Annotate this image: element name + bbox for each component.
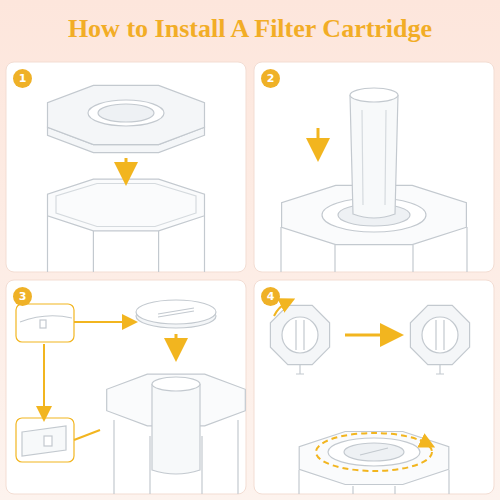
step-number: 4	[267, 291, 275, 302]
panels	[6, 62, 494, 494]
step-number: 2	[267, 73, 275, 84]
callout-number: 3	[13, 287, 32, 306]
step-number: 1	[19, 73, 27, 84]
cap-and-jug	[16, 300, 245, 494]
jug-with-cartridge	[281, 88, 467, 272]
callout-number: 4	[261, 287, 280, 306]
lid-and-jug	[48, 85, 205, 272]
step-number: 3	[19, 291, 27, 302]
title: How to Install A Filter Cartridge	[0, 14, 500, 44]
callout-number: 2	[261, 69, 280, 88]
callout-number: 1	[13, 69, 32, 88]
locking-cap	[270, 305, 469, 494]
